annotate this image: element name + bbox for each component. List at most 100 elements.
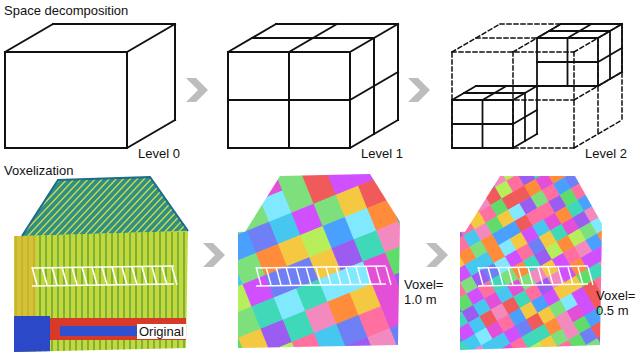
voxel-cell — [379, 187, 397, 205]
voxel-cell — [631, 207, 644, 225]
voxel-cell — [385, 114, 417, 146]
cube-edge — [4, 52, 6, 148]
voxel-cell — [508, 98, 526, 116]
voxel-cell — [450, 102, 468, 120]
voxel-cell — [540, 154, 558, 172]
voxel-cell — [445, 119, 463, 137]
voxel-cell — [389, 190, 421, 222]
voxel-cell — [632, 236, 644, 254]
voxel-cell — [585, 128, 603, 146]
roof-stripe — [0, 176, 28, 240]
railing-bar — [152, 267, 157, 285]
voxel-cell — [398, 221, 416, 239]
voxel-cell — [397, 192, 415, 210]
railing — [256, 266, 391, 286]
voxel-cell — [291, 74, 323, 106]
voxel-cell — [354, 359, 386, 361]
voxel-cell — [353, 101, 385, 133]
voxel-cell — [433, 306, 451, 324]
voxel-cell — [153, 182, 185, 214]
level-label: Level 2 — [585, 146, 627, 161]
voxel-cell — [625, 120, 643, 138]
railing-bar — [32, 267, 37, 285]
step-arrow — [408, 78, 430, 102]
voxel-cell — [600, 180, 618, 198]
voxel-cell — [392, 315, 410, 333]
voxel-cell — [384, 274, 402, 292]
voxel-cell — [639, 247, 644, 265]
voxel-cell — [189, 142, 221, 174]
roof-stripe — [0, 176, 42, 240]
voxel-cell — [194, 347, 226, 361]
voxel-cell — [493, 151, 511, 169]
voxel-cell — [505, 145, 523, 163]
voxel-cell — [390, 181, 408, 199]
voxel-cell — [575, 344, 593, 361]
roof-stripe — [192, 176, 252, 240]
voxel-cell — [447, 358, 465, 361]
voxel-cell — [314, 180, 332, 198]
voxel-cell — [634, 160, 644, 178]
voxel-cell — [421, 203, 453, 235]
voxel-cell — [498, 134, 516, 152]
voxel-building — [314, 24, 644, 361]
voxel-cell — [570, 77, 588, 95]
voxel-cell — [606, 86, 624, 104]
voxel-cell — [412, 310, 444, 342]
voxel-cell — [376, 350, 408, 361]
voxel-cell — [407, 234, 439, 266]
voxel-cell — [545, 137, 563, 155]
voxel-cell — [564, 351, 582, 361]
voxel-cell — [369, 223, 387, 241]
railing-bar — [72, 267, 77, 285]
voxel-cell — [517, 63, 535, 81]
voxel-cell — [448, 177, 466, 195]
voxel-cell — [202, 110, 234, 142]
voxel-cell — [474, 118, 492, 136]
railing-bar — [478, 267, 483, 285]
voxel-cell — [444, 300, 462, 318]
cube-edge — [373, 38, 375, 134]
voxel-cell — [622, 167, 640, 185]
voxel-cell — [374, 205, 392, 223]
voxel-cell — [411, 139, 429, 157]
voxel-cell — [402, 29, 434, 61]
cube-edge — [5, 51, 127, 53]
railing-bar — [82, 267, 87, 285]
voxel-cell — [162, 204, 194, 236]
voxel-cell — [476, 147, 494, 165]
voxel-cell — [564, 66, 582, 84]
voxel-cell — [381, 216, 399, 234]
cube-edge — [524, 93, 526, 141]
voxel-cell — [532, 114, 550, 132]
cube-edge — [228, 99, 350, 101]
voxel-cell — [384, 170, 402, 188]
voxel-cell — [403, 203, 421, 221]
voxel-cell — [639, 352, 644, 361]
voxel-cell — [340, 225, 358, 243]
voxel-cell — [442, 271, 460, 289]
voxel-cell — [595, 93, 613, 111]
railing-bar — [286, 267, 291, 285]
voxel-cell — [430, 353, 448, 361]
voxel-cell — [610, 354, 628, 361]
voxel-cell — [623, 272, 641, 290]
cube-edge — [174, 24, 176, 120]
voxel-cell — [350, 189, 368, 207]
voxel-cell — [637, 114, 644, 132]
voxel-cell — [122, 169, 154, 201]
voxel-cell — [406, 157, 424, 175]
voxel-cell — [538, 125, 556, 143]
voxel-cell — [606, 191, 624, 209]
voxel-building — [113, 29, 551, 361]
voxel-cell — [590, 111, 608, 129]
voxel-cell — [524, 74, 542, 92]
voxel-cell — [512, 80, 530, 98]
voxel-cell — [207, 186, 239, 218]
voxel-cell — [501, 87, 519, 105]
voxel-cell — [440, 137, 458, 155]
railing-bar — [366, 267, 371, 285]
level-label: Level 0 — [138, 146, 180, 161]
voxel-cell — [439, 318, 457, 336]
